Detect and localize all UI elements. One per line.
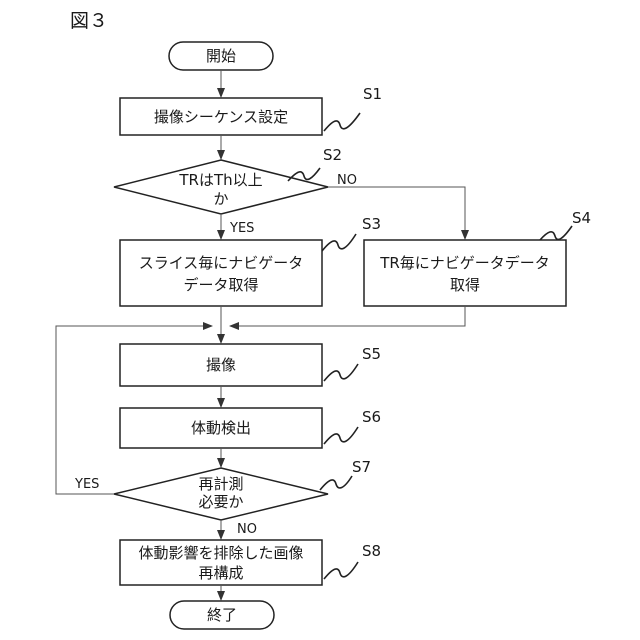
s8-label-line1: 体動影響を排除した画像 <box>138 544 303 562</box>
s5-step-label: S5 <box>362 345 381 363</box>
s3-leader-squiggle <box>322 234 356 251</box>
s1-step-label: S1 <box>363 85 382 103</box>
s7-label-line2: 必要か <box>198 493 243 511</box>
s5-leader-squiggle <box>324 364 358 381</box>
s2-label-line2: か <box>213 190 228 208</box>
s4-label-line1: TR毎にナビゲータデータ <box>379 254 550 272</box>
end-label: 終了 <box>207 606 237 624</box>
s7-leader-squiggle <box>320 476 352 490</box>
s1-label: 撮像シーケンス設定 <box>154 108 288 126</box>
s6-label: 体動検出 <box>191 419 251 437</box>
s2-label-line1: TRはTh以上 <box>178 171 262 189</box>
s6-step-label: S6 <box>362 408 381 426</box>
s1-leader-squiggle <box>324 113 360 131</box>
s4-step-label: S4 <box>572 209 591 227</box>
s6-leader-squiggle <box>324 427 358 444</box>
s4-leader-squiggle <box>540 226 572 240</box>
s2-no-label: NO <box>337 173 357 188</box>
s8-step-label: S8 <box>362 542 381 560</box>
s7-step-label: S7 <box>352 458 371 476</box>
arrow-s4-to-merge <box>230 306 465 326</box>
arrow-s2-no-to-s4 <box>328 187 465 239</box>
s3-label-line2: データ取得 <box>183 276 258 294</box>
s5-label: 撮像 <box>206 356 236 374</box>
figure-title: 図３ <box>70 10 108 32</box>
s3-label-line1: スライス毎にナビゲータ <box>139 254 304 272</box>
s7-no-label: NO <box>237 522 257 537</box>
s8-label-line2: 再構成 <box>198 564 243 582</box>
s3-process-box <box>120 240 322 306</box>
s2-yes-label: YES <box>229 221 254 236</box>
s4-process-box <box>364 240 566 306</box>
s4-label-line2: 取得 <box>450 276 480 294</box>
s7-label-line1: 再計測 <box>198 475 243 493</box>
s8-leader-squiggle <box>324 562 358 579</box>
s7-yes-label: YES <box>74 477 99 492</box>
start-label: 開始 <box>206 47 236 65</box>
s3-step-label: S3 <box>362 215 381 233</box>
s2-step-label: S2 <box>323 146 342 164</box>
